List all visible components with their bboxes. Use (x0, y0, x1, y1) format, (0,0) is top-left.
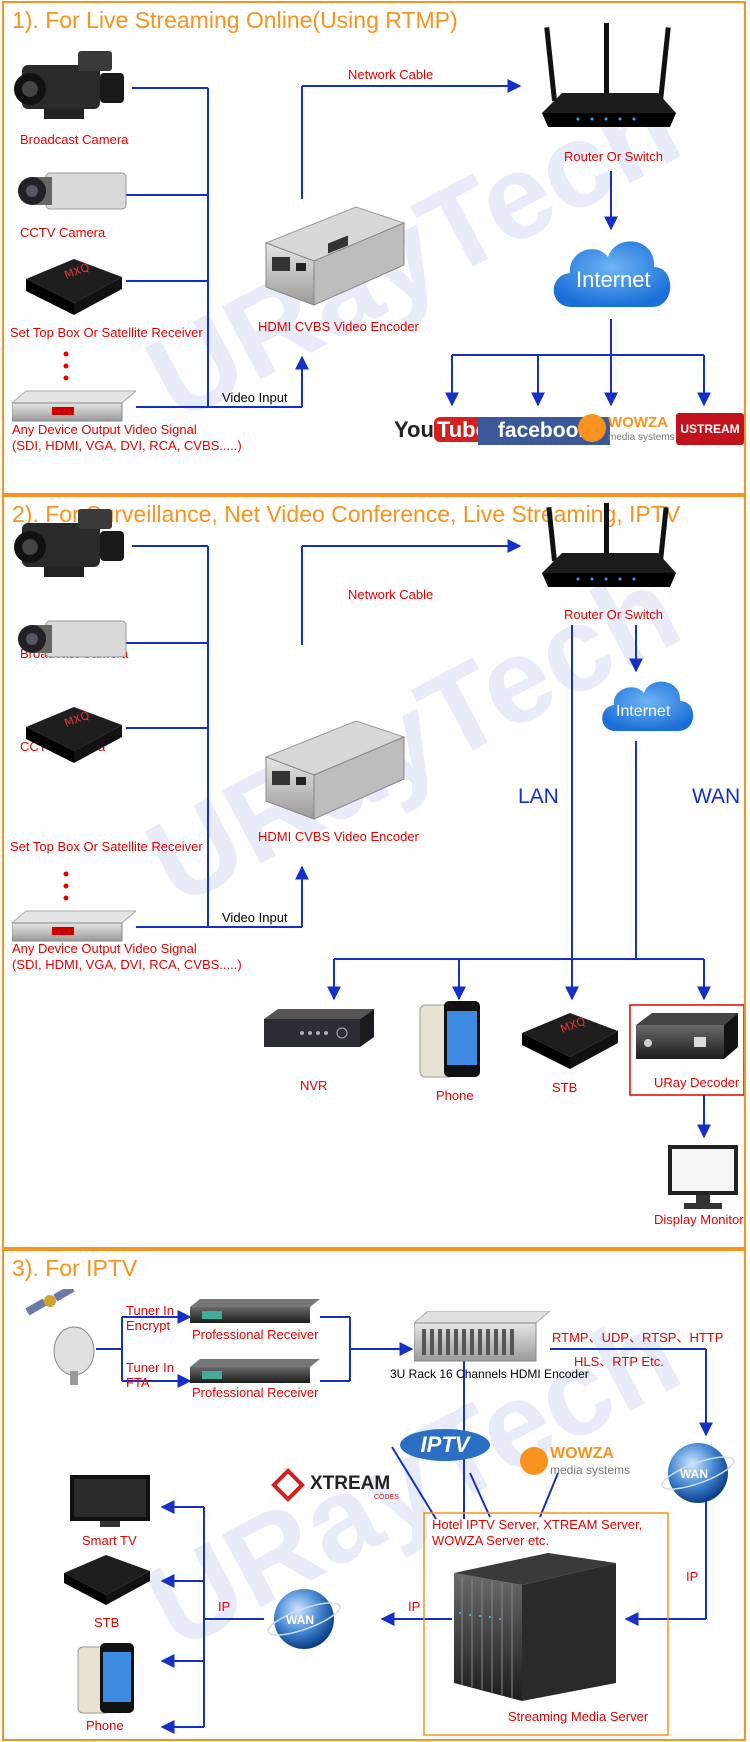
satellite-dish-icon (25, 1289, 95, 1385)
broadcast-camera-icon (14, 51, 124, 119)
video-input-label: Video Input (222, 910, 288, 925)
section-iptv: URayTech 3). For IPTV (2, 1249, 746, 1741)
receiver-1-icon (190, 1299, 320, 1323)
phone-label: Phone (436, 1088, 474, 1103)
ip-middle-label: IP (408, 1599, 421, 1614)
ustream-logo: USTREAM (676, 413, 744, 445)
display-monitor-icon (668, 1145, 738, 1209)
encoder-label: HDMI CVBS Video Encoder (258, 319, 419, 334)
nvr-icon (264, 1009, 374, 1047)
set-top-box-icon: MXQ (26, 707, 122, 763)
ip-right-label: IP (686, 1569, 699, 1584)
wowza-logo: WOWZA (550, 1445, 614, 1462)
router-icon (542, 503, 676, 587)
cctv-camera-icon (18, 620, 127, 658)
streaming-server-icon (454, 1553, 616, 1701)
wan-left-label: WAN (286, 1613, 314, 1627)
server-description-2: WOWZA Server etc. (432, 1533, 550, 1548)
section-title: 3). For IPTV (12, 1255, 138, 1281)
network-cable-label: Network Cable (348, 67, 434, 82)
broadcast-camera-label: Broadcast Camera (20, 132, 129, 147)
wowza-subtitle: media systems (550, 1463, 631, 1477)
nvr-label: NVR (300, 1078, 328, 1093)
tuner-fta-type: FTA (126, 1375, 150, 1390)
set-top-box-label: Set Top Box Or Satellite Receiver (10, 325, 203, 340)
any-device-label: Any Device Output Video Signal (12, 941, 197, 956)
router-label: Router Or Switch (564, 149, 663, 164)
tuner-encrypt-label: Tuner In (126, 1303, 174, 1318)
encoder-label: HDMI CVBS Video Encoder (258, 829, 419, 844)
ip-left-label: IP (218, 1599, 231, 1614)
decoder-label: URay Decoder (654, 1075, 740, 1090)
cctv-camera-label: CCTV Camera (20, 225, 106, 240)
video-encoder-icon (264, 206, 406, 306)
connection-lines (63, 539, 744, 1139)
iptv-logo: IPTV (400, 1429, 490, 1461)
video-encoder-icon (264, 720, 406, 820)
stb-icon: MXQ (522, 1013, 618, 1069)
video-device-icon (12, 910, 136, 942)
receiver-1-label: Professional Receiver (192, 1327, 319, 1342)
phone-label: Phone (86, 1718, 124, 1733)
section-title: 2). For Surveillance, Net Video Conferen… (12, 501, 681, 527)
lan-label: LAN (518, 785, 559, 808)
decoder-icon (636, 1013, 738, 1059)
section-title: 1). For Live Streaming Online(Using RTMP… (12, 7, 458, 33)
phone-icon (419, 1001, 480, 1078)
any-device-formats: (SDI, HDMI, VGA, DVI, RCA, CVBS.....) (12, 438, 242, 453)
tuner-encrypt-type: Encrypt (126, 1318, 171, 1333)
network-cable-label: Network Cable (348, 587, 434, 602)
receiver-2-icon (190, 1359, 320, 1383)
internet-label: Internet (616, 703, 671, 720)
wan-globe-right-icon (661, 1443, 735, 1503)
stb-label: STB (94, 1615, 120, 1630)
wan-label: WAN (692, 785, 741, 808)
any-device-label: Any Device Output Video Signal (12, 422, 197, 437)
protocols-line-2: HLS、RTP Etc. (574, 1354, 664, 1369)
router-label: Router Or Switch (564, 607, 663, 622)
receiver-2-label: Professional Receiver (192, 1385, 319, 1400)
broadcast-camera-icon (14, 509, 124, 577)
stb-icon (64, 1555, 150, 1605)
smart-tv-icon (70, 1475, 150, 1527)
wowza-logo: WOWZA (608, 414, 668, 431)
phone-icon (77, 1643, 134, 1714)
any-device-formats: (SDI, HDMI, VGA, DVI, RCA, CVBS.....) (12, 957, 242, 972)
streaming-server-label: Streaming Media Server (508, 1709, 649, 1724)
video-device-icon (12, 390, 136, 422)
internet-label: Internet (576, 267, 651, 292)
rack-encoder-icon (414, 1311, 550, 1362)
xtream-subtitle: CODES (374, 1494, 399, 1501)
tuner-fta-label: Tuner In (126, 1360, 174, 1375)
wan-right-label: WAN (680, 1467, 708, 1481)
wowza-icon (578, 414, 606, 442)
wowza-icon (520, 1447, 548, 1475)
stb-label: STB (552, 1080, 578, 1095)
connection-lines (96, 1310, 713, 1736)
internet-cloud-icon (553, 241, 671, 307)
protocols-line-1: RTMP、UDP、RTSP、HTTP (552, 1330, 724, 1345)
server-description-1: Hotel IPTV Server, XTREAM Server, (432, 1517, 643, 1532)
internet-cloud-icon (602, 681, 694, 731)
wowza-subtitle: media systems (608, 432, 675, 443)
section-surveillance: URayTech 2). For Surveillance, Net Video… (2, 495, 746, 1249)
smart-tv-label: Smart TV (82, 1533, 137, 1548)
set-top-box-icon: MXQ (26, 259, 122, 315)
xtream-logo: XTREAM (310, 1473, 391, 1494)
monitor-label: Display Monitor (654, 1212, 744, 1227)
connection-lines (63, 79, 711, 408)
video-input-label: Video Input (222, 390, 288, 405)
section-live-streaming: URayTech 1). For Live Streaming Online(U… (2, 1, 746, 495)
rack-encoder-label: 3U Rack 16 Channels HDMI Encoder (390, 1367, 589, 1381)
wan-globe-left-icon (267, 1589, 341, 1649)
cctv-camera-icon (18, 172, 127, 210)
set-top-box-label: Set Top Box Or Satellite Receiver (10, 839, 203, 854)
router-icon (542, 23, 676, 127)
